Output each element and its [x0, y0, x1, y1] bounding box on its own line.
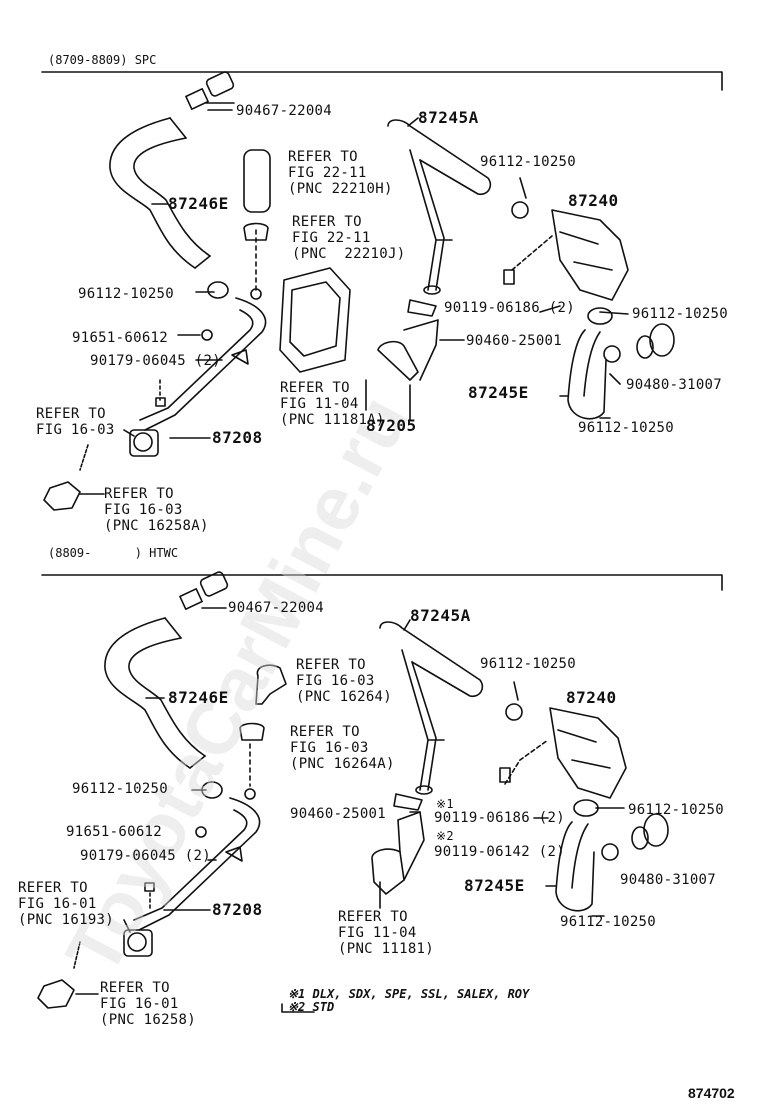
part-label: 96112-10250 [72, 781, 169, 797]
elbow-87205 [377, 319, 439, 381]
bolt-90119-bottom [499, 767, 511, 783]
pipe-87245a-top [387, 119, 492, 295]
bolt-90179-bottom [225, 846, 243, 862]
refer-label: REFER TO FIG 22-11 (PNC 22210J) [292, 214, 406, 262]
refer-label: REFER TO FIG 16-01 (PNC 16193) [18, 880, 115, 928]
part-label: 90119-06142 (2) [434, 844, 565, 860]
clamp-96112-lower-top [603, 345, 621, 363]
housing-87205 [279, 267, 351, 373]
part-label: 96112-10250 [480, 154, 577, 170]
clamp-90467-bottom [179, 571, 229, 610]
clamp-96112-right-top [587, 307, 613, 325]
nut-91651-top [201, 329, 213, 341]
hose-stub-22210h [243, 149, 271, 213]
variant-note: ※2 STD [288, 1000, 335, 1014]
pipe-87208-bottom [123, 797, 261, 957]
hose-87245e-bottom [555, 821, 595, 912]
part-label: 90467-22004 [228, 600, 325, 616]
variant-marker: ※1 [436, 797, 454, 811]
hose-stub-16264 [255, 664, 287, 705]
refer-label: REFER TO FIG 16-03 (PNC 16258A) [104, 486, 209, 534]
outlet-87240-bottom [549, 707, 627, 799]
part-label: 90480-31007 [626, 377, 723, 393]
part-label: 96112-10250 [480, 656, 577, 672]
part-label: 87246E [168, 194, 229, 213]
pipe-87208-top [129, 297, 267, 457]
part-label: 96112-10250 [632, 306, 729, 322]
part-label: 87245A [418, 108, 479, 127]
part-label: 90460-25001 [466, 333, 563, 349]
part-label: 90179-06045 (2) [80, 848, 211, 864]
top-section-header: (8709-8809) SPC [48, 53, 157, 67]
part-label: 96112-10250 [78, 286, 175, 302]
part-label: 87240 [568, 191, 619, 210]
refer-label: REFER TO FIG 16-03 (PNC 16264) [296, 657, 393, 705]
part-label: 91651-60612 [66, 824, 163, 840]
refer-label: REFER TO FIG 16-03 [36, 406, 115, 438]
part-label: 96112-10250 [560, 914, 657, 930]
variant-marker: ※2 [436, 829, 454, 843]
refer-label: REFER TO FIG 11-04 (PNC 11181) [338, 909, 435, 957]
part-label: 87245E [464, 876, 525, 895]
part-label: 87246E [168, 688, 229, 707]
part-label: 87245A [410, 606, 471, 625]
part-label: 87240 [566, 688, 617, 707]
clamp-90460-top [407, 299, 437, 317]
clamp-90467-top [185, 71, 235, 110]
part-label: 90480-31007 [620, 872, 717, 888]
clamp-96112-left-top [207, 281, 229, 299]
clamp-16264a [239, 722, 265, 741]
bolt-90119-top [503, 269, 515, 285]
refer-label: REFER TO FIG 16-01 (PNC 16258) [100, 980, 197, 1028]
diagram-number: 874702 [688, 1085, 735, 1101]
refer-label: REFER TO FIG 22-11 (PNC 22210H) [288, 149, 393, 197]
bolt-90179-top [231, 349, 249, 365]
fitting-top [250, 288, 262, 300]
hose-87245e-top [567, 329, 607, 420]
bottom-section-header: (8809- ) HTWC [48, 546, 179, 560]
refer-label: REFER TO FIG 16-03 (PNC 16264A) [290, 724, 395, 772]
part-label: 87205 [366, 416, 417, 435]
part-label: 90460-25001 [290, 806, 387, 822]
part-label: 91651-60612 [72, 330, 169, 346]
hose-87246e-bottom [104, 617, 206, 769]
top-section-rule [41, 71, 723, 91]
flange-16258 [37, 979, 75, 1009]
pipe-87245a-bottom [379, 621, 484, 795]
refer-label: REFER TO FIG 11-04 (PNC 11181A) [280, 380, 385, 428]
cap-90480-bottom [631, 813, 669, 850]
part-label: 96112-10250 [628, 802, 725, 818]
hose-87246e-top [109, 117, 211, 269]
clamp-22210j [243, 222, 269, 241]
part-label: 90467-22004 [236, 103, 333, 119]
nut-91651-bottom [195, 826, 207, 838]
part-label: 90179-06045 (2) [90, 353, 221, 369]
cap-90480-top [636, 323, 675, 359]
part-label: 96112-10250 [578, 420, 675, 436]
variant-note: ※1 DLX, SDX, SPE, SSL, SALEX, ROY [288, 987, 530, 1001]
part-label: 90119-06186 (2) [434, 810, 565, 826]
flange-16258a [43, 481, 81, 511]
part-label: 87208 [212, 428, 263, 447]
part-label: 87208 [212, 900, 263, 919]
part-label: 90119-06186 (2) [444, 300, 575, 316]
bottom-section-rule [41, 574, 723, 591]
clamp-96112-mid-top [511, 201, 529, 219]
outlet-87240-top [551, 209, 629, 301]
part-label: 87245E [468, 383, 529, 402]
